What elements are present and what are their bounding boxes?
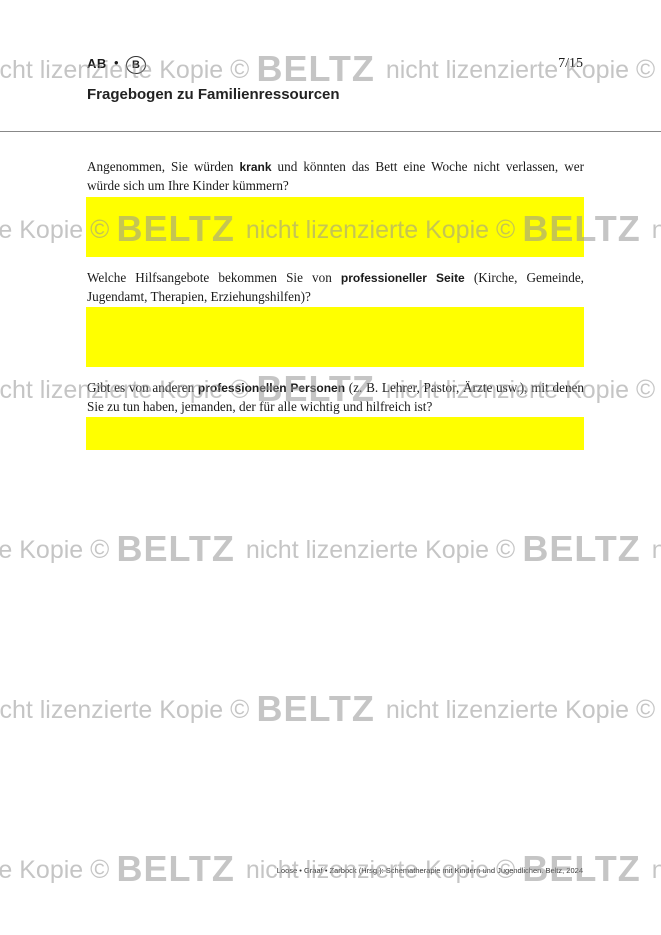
watermark-text: nicht lizenzierte Kopie	[385, 696, 636, 724]
watermark-text: nicht lizenzierte Kopie	[245, 216, 496, 244]
watermark-brand: BELTZ	[256, 688, 386, 729]
watermark-brand: BELTZ	[522, 528, 652, 569]
watermark-row: nicht lizenzierte Kopie © BELTZ nicht li…	[0, 48, 661, 90]
watermark-text: nicht lizenzierte Kopie	[0, 376, 231, 404]
question-1: Angenommen, Sie würden krank und könnten…	[87, 158, 584, 195]
watermark-copyright: ©	[90, 214, 117, 244]
watermark-text: nicht lizenzierte Kopie	[0, 216, 84, 244]
question-1-emphasis: krank	[239, 160, 272, 174]
header-bullet: •	[114, 55, 119, 70]
watermark-copyright: ©	[230, 374, 257, 404]
watermark-text: nicht lizenzierte Kopie	[0, 56, 231, 84]
question-2: Welche Hilfsangebote bekommen Sie von pr…	[87, 269, 584, 306]
watermark-text: nicht lizenzierte Kopie	[651, 216, 661, 244]
watermark-copyright: ©	[495, 854, 523, 884]
watermark-copyright: ©	[635, 374, 661, 404]
watermark-text: nicht lizenzierte Kopie	[0, 536, 84, 564]
answer-field-3[interactable]	[86, 417, 584, 450]
page-number: 7/15	[558, 56, 583, 71]
question-1-text-b: und könnten das Bett eine Woche nicht ve…	[87, 159, 584, 193]
watermark-text: nicht lizenzierte Kopie	[385, 56, 636, 84]
answer-field-1[interactable]	[86, 197, 584, 257]
watermark-text: nicht lizenzierte Kopie	[245, 536, 496, 564]
question-2-emphasis: professioneller Seite	[340, 271, 465, 285]
watermark-copyright: ©	[635, 694, 661, 724]
worksheet-label: AB	[87, 56, 107, 71]
question-2-text-a: Welche Hilfsangebote bekommen Sie von	[87, 270, 341, 285]
watermark-text: nicht lizenzierte Kopie	[651, 536, 661, 564]
answer-field-2[interactable]	[86, 307, 584, 367]
watermark-brand: BELTZ	[256, 48, 386, 89]
watermark-copyright: ©	[635, 54, 661, 84]
watermark-brand: BELTZ	[116, 528, 246, 569]
watermark-row: nicht lizenzierte Kopie © BELTZ nicht li…	[0, 688, 661, 730]
header-divider	[0, 131, 661, 132]
watermark-text: nicht lizenzierte Kopie	[385, 376, 636, 404]
watermark-row: nicht lizenzierte Kopie © BELTZ nicht li…	[0, 848, 661, 890]
watermark-row: nicht lizenzierte Kopie © BELTZ nicht li…	[0, 368, 661, 410]
watermark-text: nicht lizenzierte Kopie	[245, 856, 496, 884]
watermark-text: nicht lizenzierte Kopie	[0, 696, 231, 724]
watermark-copyright: ©	[495, 214, 523, 244]
watermark-brand: BELTZ	[116, 848, 246, 889]
watermark-brand: BELTZ	[256, 368, 386, 409]
watermark-brand: BELTZ	[522, 848, 652, 889]
question-3-text-a: Gibt es von anderen	[87, 380, 198, 395]
watermark-brand: BELTZ	[522, 208, 652, 249]
question-3-text-b: (z. B. Lehrer, Pastor, Ärzte usw.), mit …	[87, 380, 584, 414]
watermark-copyright: ©	[495, 534, 523, 564]
question-1-text-a: Angenommen, Sie würden	[87, 159, 240, 174]
watermark-row: nicht lizenzierte Kopie © BELTZ nicht li…	[0, 208, 661, 250]
document-title: Fragebogen zu Familienressourcen	[87, 86, 340, 103]
question-3-emphasis: professionellen Personen	[197, 381, 346, 395]
watermark-row: nicht lizenzierte Kopie © BELTZ nicht li…	[0, 528, 661, 570]
watermark-copyright: ©	[230, 694, 257, 724]
watermark-text: nicht lizenzierte Kopie	[0, 856, 84, 884]
question-3: Gibt es von anderen professionellen Pers…	[87, 379, 584, 416]
page-footer: Loose • Graaf • Zarbock (Hrsg.): Schemat…	[276, 866, 583, 875]
page-header: AB • B 7/15	[87, 55, 583, 76]
watermark-copyright: ©	[230, 54, 257, 84]
question-2-text-b: (Kirche, Gemeinde, Jugendamt, Therapien,…	[87, 270, 584, 304]
watermark-copyright: ©	[90, 854, 117, 884]
watermark-brand: BELTZ	[116, 208, 246, 249]
watermark-text: nicht lizenzierte Kopie	[651, 856, 661, 884]
section-badge: B	[126, 56, 146, 74]
watermark-copyright: ©	[90, 534, 117, 564]
